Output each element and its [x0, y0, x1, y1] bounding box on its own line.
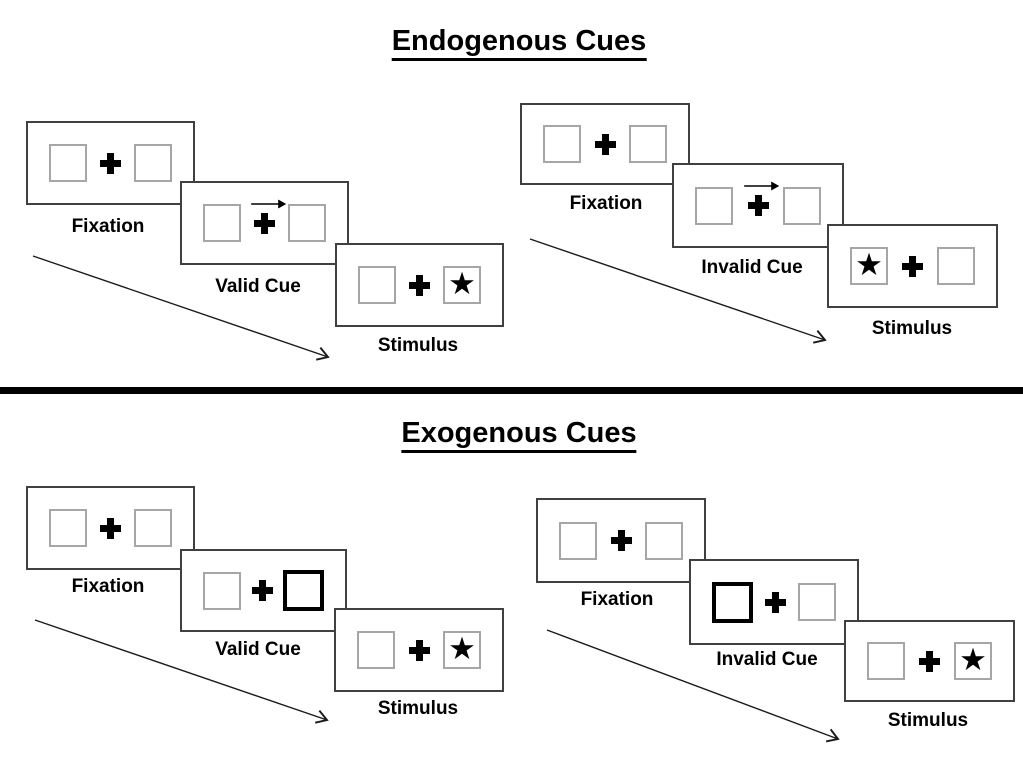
left-box-highlighted-cue [712, 581, 753, 623]
panel-valid-cue [180, 549, 347, 632]
left-box [559, 521, 597, 560]
star-icon: ★ [448, 630, 476, 667]
fixation-cross-icon [100, 152, 121, 174]
left-box-with-star: ★ [850, 247, 888, 285]
star-icon: ★ [959, 641, 987, 678]
panel-stimulus: ★ [844, 620, 1015, 702]
fixation-cross-icon [409, 274, 430, 296]
sequence-arrow-exo-invalid [546, 629, 840, 743]
panel-fixation [26, 486, 195, 570]
panel-label-fixation: Fixation [580, 589, 654, 610]
panel-stimulus: ★ [334, 608, 504, 692]
panel-invalid-cue [689, 559, 859, 645]
panel-label-invalid-cue: Invalid Cue [701, 257, 803, 278]
left-box [49, 509, 87, 547]
panel-label-valid-cue: Valid Cue [215, 276, 301, 297]
right-arrow-icon [250, 199, 286, 208]
fixation-cross-icon [594, 133, 616, 155]
panel-label-stimulus: Stimulus [377, 698, 459, 719]
right-box [288, 204, 326, 242]
fixation-cross-icon [408, 639, 430, 661]
panel-stimulus: ★ [827, 224, 998, 308]
endogenous-section-title: Endogenous Cues [391, 26, 647, 61]
right-box-highlighted-cue [283, 570, 324, 611]
fixation-cross-icon [765, 591, 786, 613]
left-box [203, 204, 241, 242]
right-box [134, 144, 172, 182]
left-box [358, 266, 396, 304]
panel-invalid-cue [672, 163, 844, 248]
panel-valid-cue [180, 181, 349, 265]
panel-label-stimulus: Stimulus [377, 335, 459, 356]
left-box [49, 144, 87, 182]
sequence-arrow-endo-invalid [529, 238, 827, 344]
panel-label-invalid-cue: Invalid Cue [716, 649, 818, 670]
panel-label-stimulus: Stimulus [887, 710, 969, 731]
right-arrow-icon [744, 181, 780, 191]
left-box [203, 571, 241, 610]
panel-label-stimulus: Stimulus [871, 318, 953, 339]
panel-label-valid-cue: Valid Cue [215, 639, 301, 660]
exogenous-section-title: Exogenous Cues [401, 418, 637, 453]
fixation-cross-icon [747, 195, 769, 216]
section-divider [0, 387, 1023, 394]
right-box-with-star: ★ [443, 631, 481, 669]
right-box [134, 509, 172, 547]
sequence-arrow-exo-valid [34, 619, 329, 724]
left-box [357, 631, 395, 669]
fixation-cross-icon [902, 255, 923, 277]
left-box [543, 125, 581, 163]
fixation-cross-icon [100, 517, 121, 539]
fixation-cross-icon [610, 530, 632, 551]
right-box-with-star: ★ [954, 642, 992, 680]
right-box-with-star: ★ [443, 266, 481, 304]
left-box [695, 186, 733, 225]
panel-label-fixation: Fixation [71, 216, 145, 237]
right-box [798, 583, 836, 621]
star-icon: ★ [855, 246, 883, 283]
panel-stimulus: ★ [335, 243, 504, 327]
right-box [645, 521, 683, 560]
panel-fixation [26, 121, 195, 205]
left-box [867, 642, 905, 680]
panel-label-fixation: Fixation [569, 193, 643, 214]
fixation-cross-icon [254, 212, 275, 234]
right-box [783, 186, 821, 225]
fixation-cross-icon [919, 650, 940, 672]
fixation-cross-icon [251, 580, 273, 601]
panel-fixation [536, 498, 706, 583]
star-icon: ★ [448, 265, 476, 302]
right-box [629, 125, 667, 163]
panel-label-fixation: Fixation [71, 576, 145, 597]
panel-fixation [520, 103, 690, 185]
sequence-arrow-endo-valid [32, 255, 330, 361]
right-box [937, 247, 975, 285]
